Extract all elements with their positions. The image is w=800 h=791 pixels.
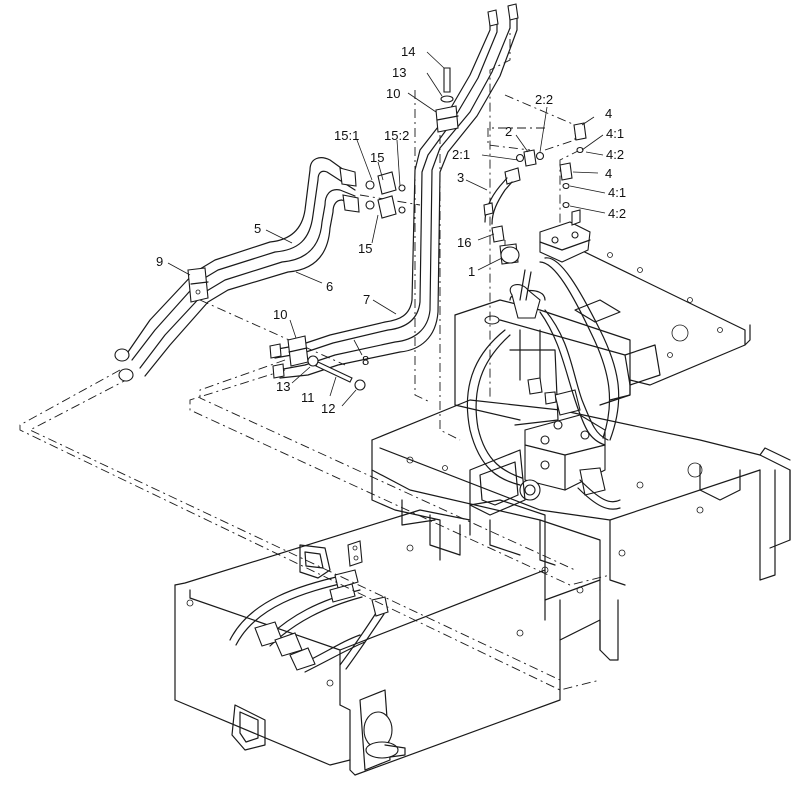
callout-1: 1	[468, 264, 475, 279]
callout-2-1: 2:1	[452, 147, 470, 162]
callout-6: 6	[326, 279, 333, 294]
pump-valve-assembly	[454, 284, 631, 516]
callout-15-1: 15:1	[334, 128, 359, 143]
callout-leaders	[167, 51, 606, 407]
rigid-hydraulic-tubes	[114, 3, 519, 382]
clamps-and-fittings	[187, 67, 591, 391]
callout-11: 11	[301, 390, 315, 405]
callout-9: 9	[156, 254, 163, 269]
callout-3: 3	[457, 170, 464, 185]
callout-10: 10	[273, 307, 287, 322]
callout-8: 8	[362, 353, 369, 368]
callout-4: 4	[605, 106, 612, 121]
callout-16: 16	[457, 235, 471, 250]
callout-4-1: 4:1	[608, 185, 626, 200]
callout-15: 15	[358, 241, 372, 256]
callout-14: 14	[401, 44, 415, 59]
assembly-centerlines	[19, 20, 611, 691]
callout-12: 12	[321, 401, 335, 416]
callout-4-2: 4:2	[608, 206, 626, 221]
callout-13: 13	[276, 379, 290, 394]
callout-15-2: 15:2	[384, 128, 409, 143]
callout-5: 5	[254, 221, 261, 236]
callout-13: 13	[392, 65, 406, 80]
callout-15: 15	[370, 150, 384, 165]
callout-2: 2	[505, 124, 512, 139]
callout-2-2: 2:2	[535, 92, 553, 107]
callout-7: 7	[363, 292, 370, 307]
flexible-hoses	[229, 257, 621, 673]
callout-10: 10	[386, 86, 400, 101]
callout-4-2: 4:2	[606, 147, 624, 162]
chassis-frame	[174, 239, 791, 776]
callout-4-1: 4:1	[606, 126, 624, 141]
callout-labels: 14 13 10 2:2 4 4:1 2 15:1 15:2 15 2:1 4:…	[156, 44, 626, 416]
callout-4: 4	[605, 166, 612, 181]
